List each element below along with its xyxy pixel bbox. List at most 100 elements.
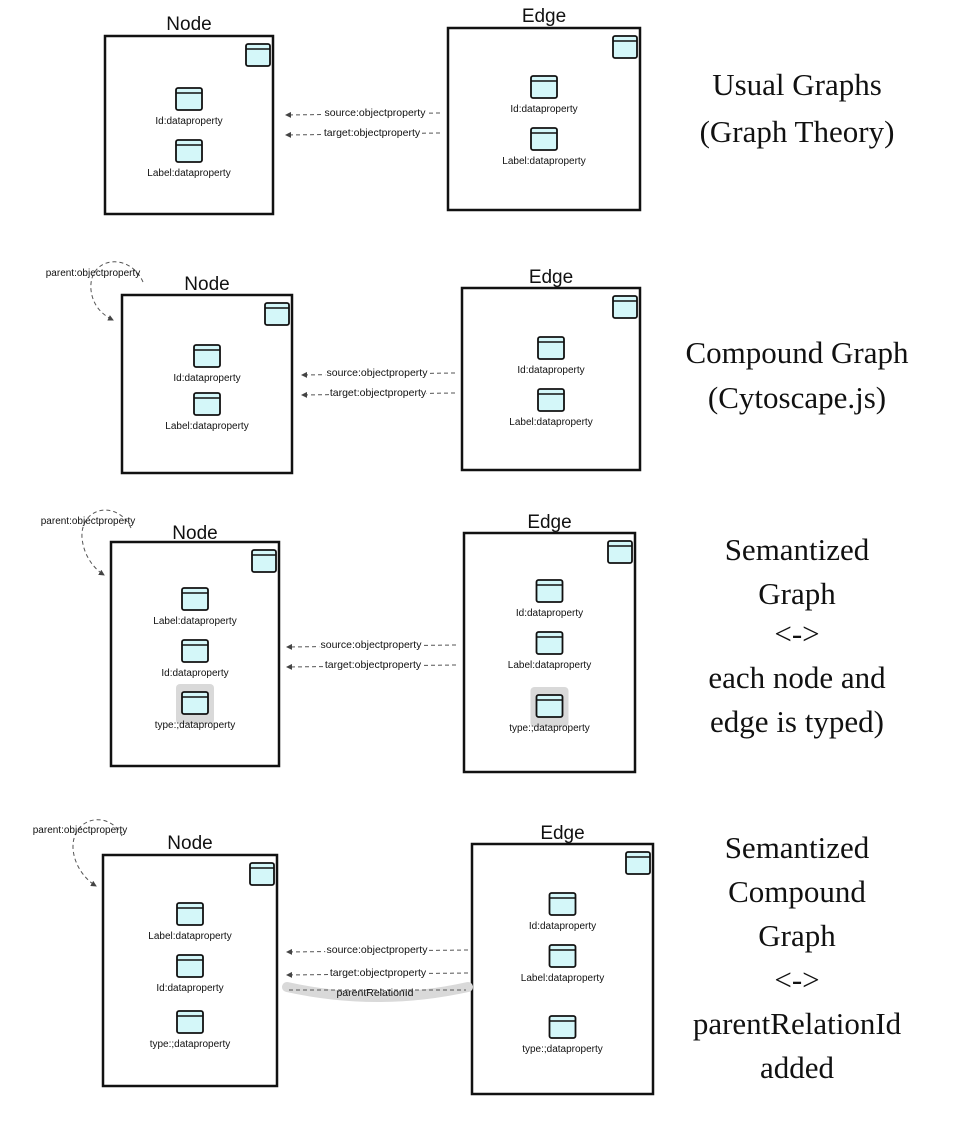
caption-line: Semantized bbox=[725, 830, 870, 865]
relation-arrow bbox=[301, 371, 456, 378]
node-frame bbox=[120, 293, 294, 475]
caption-line: Graph bbox=[758, 576, 836, 611]
caption-line: added bbox=[760, 1050, 835, 1085]
property-icon bbox=[175, 139, 203, 163]
relation-label: source:objectproperty bbox=[327, 367, 429, 379]
property-label: Id:dataproperty bbox=[529, 921, 596, 932]
edge-frame bbox=[470, 842, 655, 1096]
edge-title: Edge bbox=[540, 823, 584, 844]
property-label: Label:dataproperty bbox=[509, 417, 592, 428]
caption-line: parentRelationId bbox=[693, 1006, 902, 1041]
property-label: type:;dataproperty bbox=[522, 1044, 603, 1055]
edge-title: Edge bbox=[529, 267, 573, 288]
property-icon bbox=[530, 127, 558, 151]
parent-label: parent:objectproperty bbox=[41, 516, 136, 527]
edge-frame bbox=[460, 286, 642, 472]
diagram-row: NodeId:datapropertyLabel:datapropertyEdg… bbox=[46, 261, 909, 475]
property-icon bbox=[176, 1010, 204, 1034]
property-label: Label:dataproperty bbox=[165, 421, 248, 432]
property-icon bbox=[535, 631, 564, 655]
node-class-icon bbox=[264, 302, 290, 326]
parent-label: parent:objectproperty bbox=[33, 825, 128, 836]
edge-class-icon bbox=[612, 35, 638, 59]
property-label: Label:dataproperty bbox=[147, 168, 230, 179]
property-label: Id:dataproperty bbox=[516, 608, 583, 619]
property-label: type:;dataproperty bbox=[155, 720, 236, 731]
property-icon bbox=[535, 694, 564, 718]
property-label: Id:dataproperty bbox=[156, 983, 223, 994]
property-icon bbox=[548, 1015, 577, 1039]
parent-label: parent:objectproperty bbox=[46, 268, 141, 279]
edge-class-icon bbox=[607, 540, 633, 564]
relation-label: target:objectproperty bbox=[325, 659, 422, 671]
property-icon bbox=[175, 87, 203, 111]
caption-line: <-> bbox=[774, 962, 819, 997]
relation-label: target:objectproperty bbox=[330, 387, 427, 399]
parent-loop-arrow bbox=[90, 261, 144, 321]
diagram-row: NodeLabel:datapropertyId:datapropertytyp… bbox=[33, 819, 902, 1096]
property-label: Id:dataproperty bbox=[161, 668, 228, 679]
node-title: Node bbox=[172, 523, 217, 544]
edge-class-icon bbox=[612, 295, 638, 319]
caption-line: Graph bbox=[758, 918, 836, 953]
relation-label: source:objectproperty bbox=[325, 107, 427, 119]
property-label: Label:dataproperty bbox=[521, 973, 604, 984]
property-label: type:;dataproperty bbox=[150, 1039, 231, 1050]
property-icon bbox=[181, 639, 209, 663]
relation-arrow bbox=[285, 131, 441, 138]
relation-arrow bbox=[286, 971, 469, 978]
property-label: Id:dataproperty bbox=[173, 373, 240, 384]
property-label: Label:dataproperty bbox=[502, 156, 585, 167]
property-icon bbox=[193, 392, 221, 416]
edge-title: Edge bbox=[522, 6, 566, 27]
caption-line: <-> bbox=[774, 616, 819, 651]
parent-loop-arrow bbox=[72, 819, 123, 887]
node-box: NodeLabel:datapropertyId:datapropertytyp… bbox=[101, 833, 279, 1088]
caption-line: Compound Graph bbox=[685, 335, 909, 370]
relation-label: target:objectproperty bbox=[324, 127, 421, 139]
diagram-row: NodeLabel:datapropertyId:datapropertytyp… bbox=[41, 509, 886, 774]
edge-title: Edge bbox=[527, 512, 571, 533]
parent-loop-arrow bbox=[81, 509, 132, 576]
property-icon bbox=[176, 902, 204, 926]
property-icon bbox=[530, 75, 558, 99]
caption-line: edge is typed) bbox=[710, 704, 884, 739]
property-icon bbox=[537, 388, 565, 412]
relation-arrow bbox=[301, 391, 456, 398]
node-title: Node bbox=[166, 14, 211, 35]
property-label: Id:dataproperty bbox=[155, 116, 222, 127]
property-icon bbox=[176, 954, 204, 978]
property-label: type:;dataproperty bbox=[509, 723, 590, 734]
node-frame bbox=[103, 34, 275, 216]
node-class-icon bbox=[251, 549, 277, 573]
property-label: Id:dataproperty bbox=[510, 104, 577, 115]
relation-label: source:objectproperty bbox=[327, 944, 429, 956]
node-class-icon bbox=[245, 43, 271, 67]
property-label: Label:dataproperty bbox=[508, 660, 591, 671]
parent-relation-label: parentRelationId bbox=[336, 987, 413, 999]
property-icon bbox=[181, 691, 209, 715]
edge-class-icon bbox=[625, 851, 651, 875]
relation-arrow bbox=[286, 643, 457, 650]
caption-line: each node and bbox=[708, 660, 886, 695]
property-icon bbox=[548, 892, 577, 916]
relation-arrow bbox=[286, 948, 469, 955]
property-icon bbox=[548, 944, 577, 968]
parent-relation-band bbox=[282, 982, 473, 1002]
relation-label: source:objectproperty bbox=[321, 639, 423, 651]
property-label: Label:dataproperty bbox=[148, 931, 231, 942]
property-icon bbox=[193, 344, 221, 368]
relation-arrow bbox=[286, 663, 457, 670]
property-icon bbox=[537, 336, 565, 360]
property-label: Id:dataproperty bbox=[517, 365, 584, 376]
caption-line: (Graph Theory) bbox=[700, 114, 895, 149]
caption-line: Semantized bbox=[725, 532, 870, 567]
property-label: Label:dataproperty bbox=[153, 616, 236, 627]
relation-arrow bbox=[285, 111, 441, 118]
